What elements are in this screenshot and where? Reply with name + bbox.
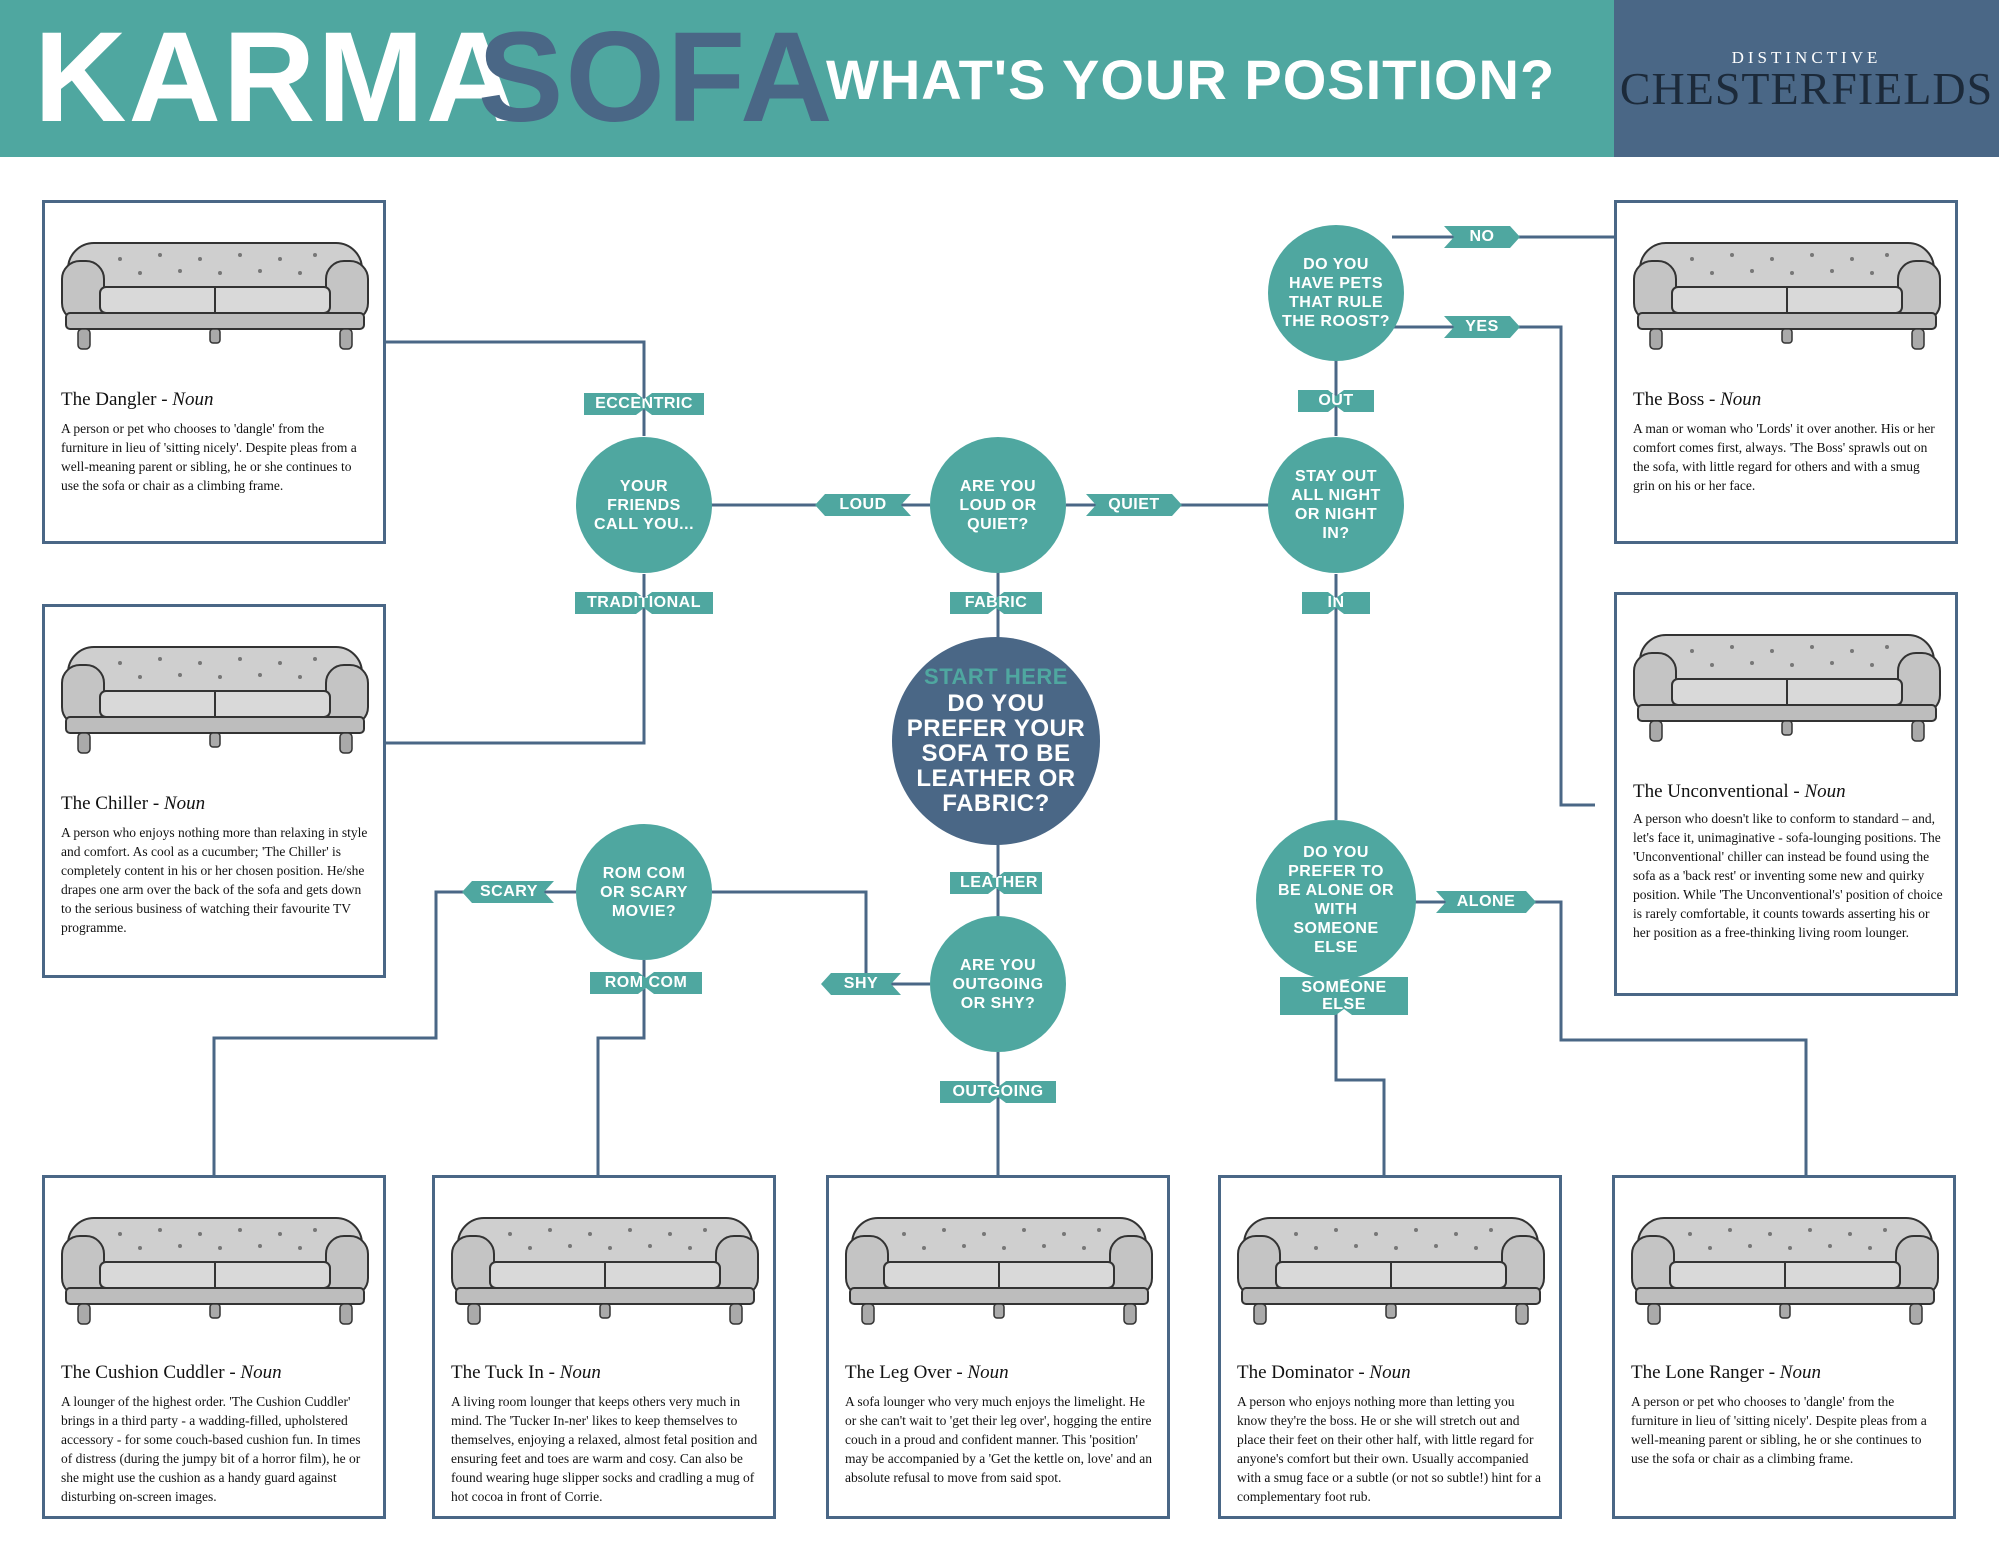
card-title-chiller: The Chiller xyxy=(61,793,149,814)
card-noun: - Noun xyxy=(1704,389,1762,410)
card-noun: - Noun xyxy=(1763,1362,1821,1383)
answer-rom-com: ROM COM xyxy=(590,972,702,994)
sofa-illustration xyxy=(59,1200,371,1330)
card-cushion-cuddler: The Cushion Cuddler - Noun A lounger of … xyxy=(42,1175,386,1519)
answer-alone: ALONE xyxy=(1436,891,1536,913)
answer-quiet: QUIET xyxy=(1086,494,1182,516)
start-node: START HERE DO YOU PREFER YOUR SOFA TO BE… xyxy=(892,637,1100,845)
card-title-dominator: The Dominator xyxy=(1237,1362,1354,1383)
card-title-leg-over: The Leg Over xyxy=(845,1362,952,1383)
card-text-cushion-cuddler: A lounger of the highest order. 'The Cus… xyxy=(61,1394,361,1504)
answer-yes: YES xyxy=(1444,316,1520,338)
answer-outgoing: OUTGOING xyxy=(940,1081,1056,1103)
node-outgoing-or-shy: ARE YOU OUTGOING OR SHY? xyxy=(930,916,1066,1052)
card-noun: - Noun xyxy=(543,1362,601,1383)
card-noun: - Noun xyxy=(224,1362,282,1383)
start-question: DO YOU PREFER YOUR SOFA TO BE LEATHER OR… xyxy=(906,689,1086,817)
sofa-illustration xyxy=(1631,617,1943,747)
connector-shy xyxy=(712,890,930,986)
card-title-unconventional: The Unconventional xyxy=(1633,781,1789,802)
connector-romcom xyxy=(596,960,646,1175)
sofa-illustration xyxy=(1629,1200,1941,1330)
node-loud-or-quiet: ARE YOU LOUD OR QUIET? xyxy=(930,437,1066,573)
card-text-dominator: A person who enjoys nothing more than le… xyxy=(1237,1394,1542,1504)
tagline: WHAT'S YOUR POSITION? xyxy=(826,48,1556,111)
card-chiller: The Chiller - Noun A person who enjoys n… xyxy=(42,604,386,978)
node-stay-out-or-in: STAY OUT ALL NIGHT OR NIGHT IN? xyxy=(1268,437,1404,573)
card-title-lone-ranger: The Lone Ranger xyxy=(1631,1362,1764,1383)
card-title-dangler: The Dangler xyxy=(61,389,157,410)
card-tuck-in: The Tuck In - Noun A living room lounger… xyxy=(432,1175,776,1519)
card-title-tuck-in: The Tuck In xyxy=(451,1362,544,1383)
answer-shy: SHY xyxy=(821,973,901,995)
answer-eccentric: ECCENTRIC xyxy=(584,393,704,415)
node-alone-or-someone: DO YOU PREFER TO BE ALONE OR WITH SOMEON… xyxy=(1256,820,1416,980)
answer-someone-else: SOMEONE ELSE xyxy=(1280,977,1408,1015)
card-noun: - Noun xyxy=(156,389,214,410)
brand-panel xyxy=(1614,0,1999,157)
card-text-boss: A man or woman who 'Lords' it over anoth… xyxy=(1633,421,1935,493)
connector-someone xyxy=(1334,1010,1386,1175)
answer-loud: LOUD xyxy=(815,494,911,516)
connector-yes xyxy=(1392,325,1595,807)
node-romcom-or-scary: ROM COM OR SCARY MOVIE? xyxy=(576,824,712,960)
card-noun: - Noun xyxy=(951,1362,1009,1383)
card-leg-over: The Leg Over - Noun A sofa lounger who v… xyxy=(826,1175,1170,1519)
card-title-boss: The Boss xyxy=(1633,389,1705,410)
sofa-illustration xyxy=(449,1200,761,1330)
card-title-cushion-cuddler: The Cushion Cuddler xyxy=(61,1362,225,1383)
node-pets-rule-roost: DO YOU HAVE PETS THAT RULE THE ROOST? xyxy=(1268,225,1404,361)
connector-traditional xyxy=(384,574,646,745)
card-text-chiller: A person who enjoys nothing more than re… xyxy=(61,825,368,935)
answer-no: NO xyxy=(1444,226,1520,248)
answer-leather: LEATHER xyxy=(950,872,1042,894)
card-text-tuck-in: A living room lounger that keeps others … xyxy=(451,1394,758,1504)
card-text-leg-over: A sofa lounger who very much enjoys the … xyxy=(845,1394,1152,1485)
sofa-illustration xyxy=(1631,225,1943,355)
answer-traditional: TRADITIONAL xyxy=(575,592,713,614)
title-sofa: SOFA xyxy=(478,6,835,149)
brand-logo-main: CHESTERFIELDS xyxy=(1619,63,1994,114)
title-karma: KARMA xyxy=(34,6,521,149)
sofa-illustration xyxy=(843,1200,1155,1330)
sofa-illustration xyxy=(1235,1200,1547,1330)
card-noun: - Noun xyxy=(1788,781,1846,802)
card-unconventional: The Unconventional - Noun A person who d… xyxy=(1614,592,1958,996)
brand-logo-top: DISTINCTIVE xyxy=(1731,48,1882,67)
answer-in: IN xyxy=(1302,592,1370,614)
card-boss: The Boss - Noun A man or woman who 'Lord… xyxy=(1614,200,1958,544)
card-text-lone-ranger: A person or pet who chooses to 'dangle' … xyxy=(1631,1394,1927,1466)
node-friends-call-you: YOUR FRIENDS CALL YOU... xyxy=(576,437,712,573)
answer-out: OUT xyxy=(1298,390,1374,412)
connector-eccentric xyxy=(384,340,646,436)
card-text-unconventional: A person who doesn't like to conform to … xyxy=(1633,811,1943,940)
sofa-illustration xyxy=(59,225,371,355)
card-noun: - Noun xyxy=(148,793,206,814)
answer-fabric: FABRIC xyxy=(950,592,1042,614)
card-text-dangler: A person or pet who chooses to 'dangle' … xyxy=(61,421,357,493)
start-here-label: START HERE xyxy=(924,663,1068,689)
card-dominator: The Dominator - Noun A person who enjoys… xyxy=(1218,1175,1562,1519)
card-dangler: The Dangler - Noun A person or pet who c… xyxy=(42,200,386,544)
sofa-illustration xyxy=(59,629,371,759)
card-noun: - Noun xyxy=(1353,1362,1411,1383)
card-lone-ranger: The Lone Ranger - Noun A person or pet w… xyxy=(1612,1175,1956,1519)
answer-scary: SCARY xyxy=(462,881,554,903)
